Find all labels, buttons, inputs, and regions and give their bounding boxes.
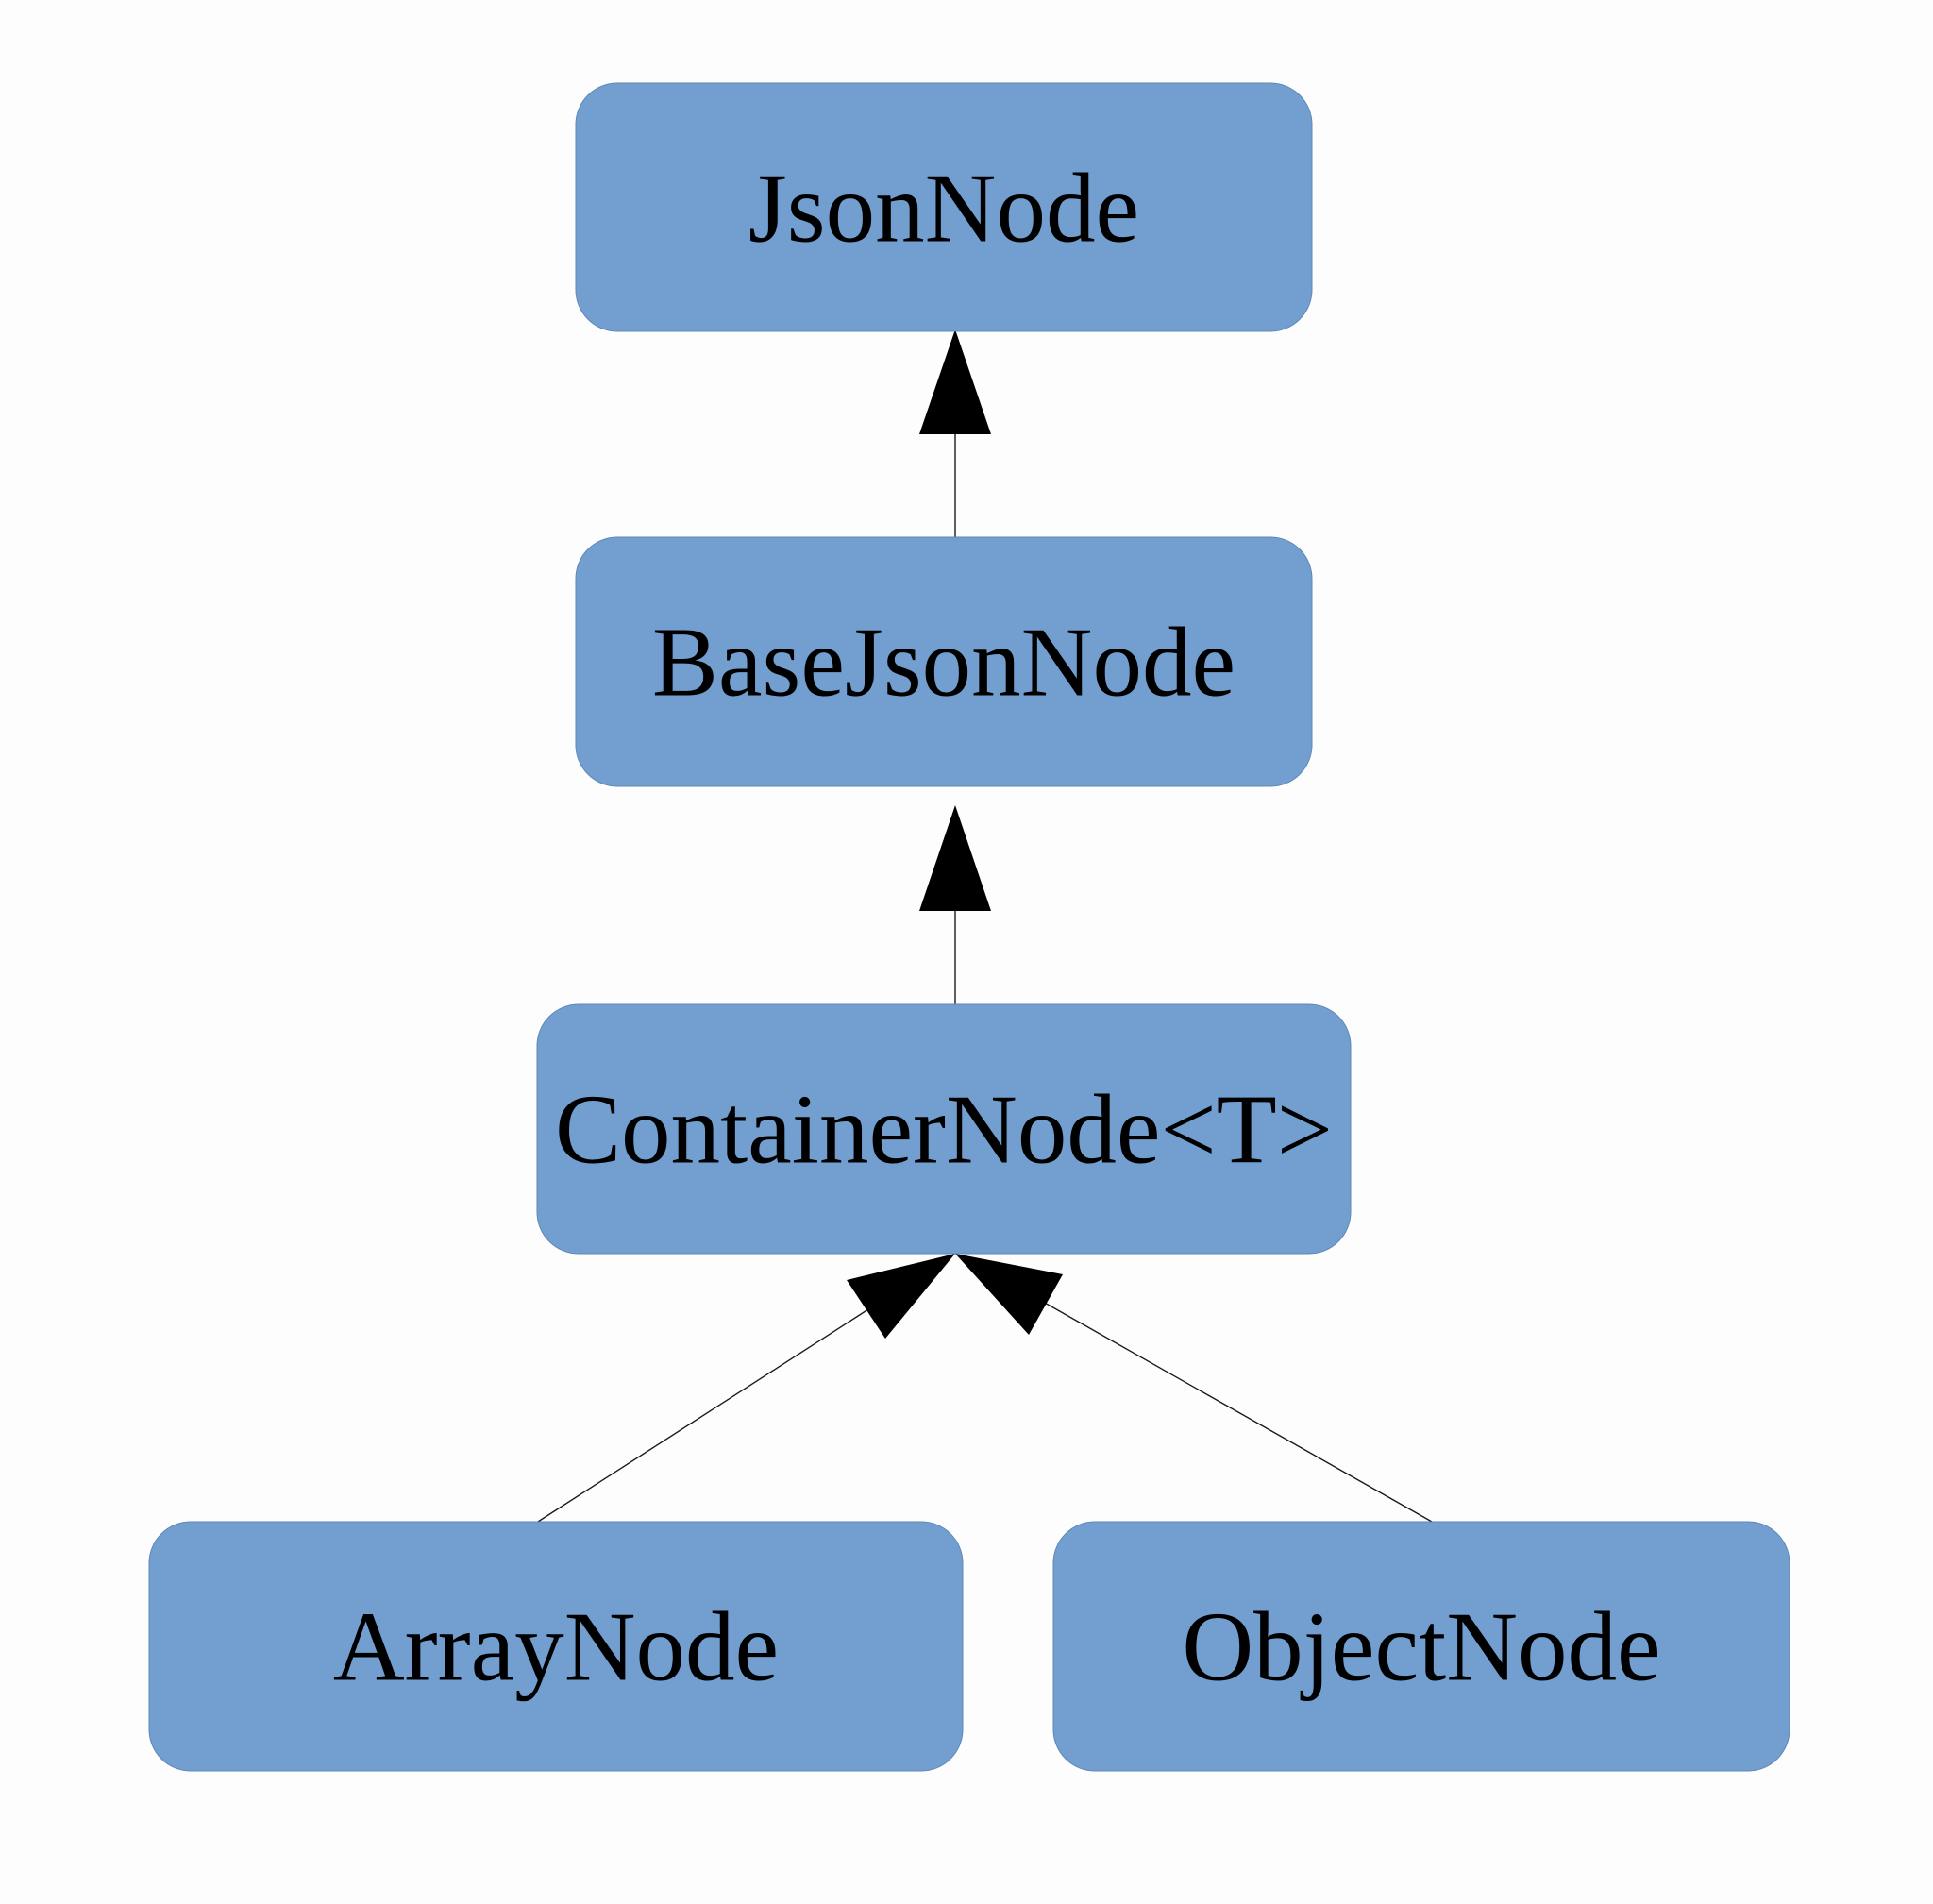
node-label-arraynode: ArrayNode (333, 1592, 779, 1702)
arrow-head-arraynode (847, 1254, 955, 1339)
node-basejsonnode[interactable]: BaseJsonNode (575, 536, 1313, 787)
edge-arraynode-to-containernode (537, 1308, 869, 1523)
edge-objectnode-to-containernode (1042, 1301, 1433, 1523)
arrow-head-jsonnode (919, 329, 991, 434)
node-objectnode[interactable]: ObjectNode (1052, 1521, 1790, 1772)
node-label-objectnode: ObjectNode (1182, 1592, 1660, 1702)
node-containernode[interactable]: ContainerNode<T> (536, 1003, 1352, 1255)
node-label-containernode: ContainerNode<T> (555, 1074, 1333, 1185)
arrow-head-basejsonnode (919, 805, 991, 911)
arrow-head-objectnode (955, 1254, 1063, 1335)
node-arraynode[interactable]: ArrayNode (148, 1521, 964, 1772)
node-label-jsonnode: JsonNode (748, 153, 1139, 263)
node-label-basejsonnode: BaseJsonNode (652, 607, 1235, 717)
edges (537, 329, 1433, 1523)
node-jsonnode[interactable]: JsonNode (575, 82, 1313, 332)
